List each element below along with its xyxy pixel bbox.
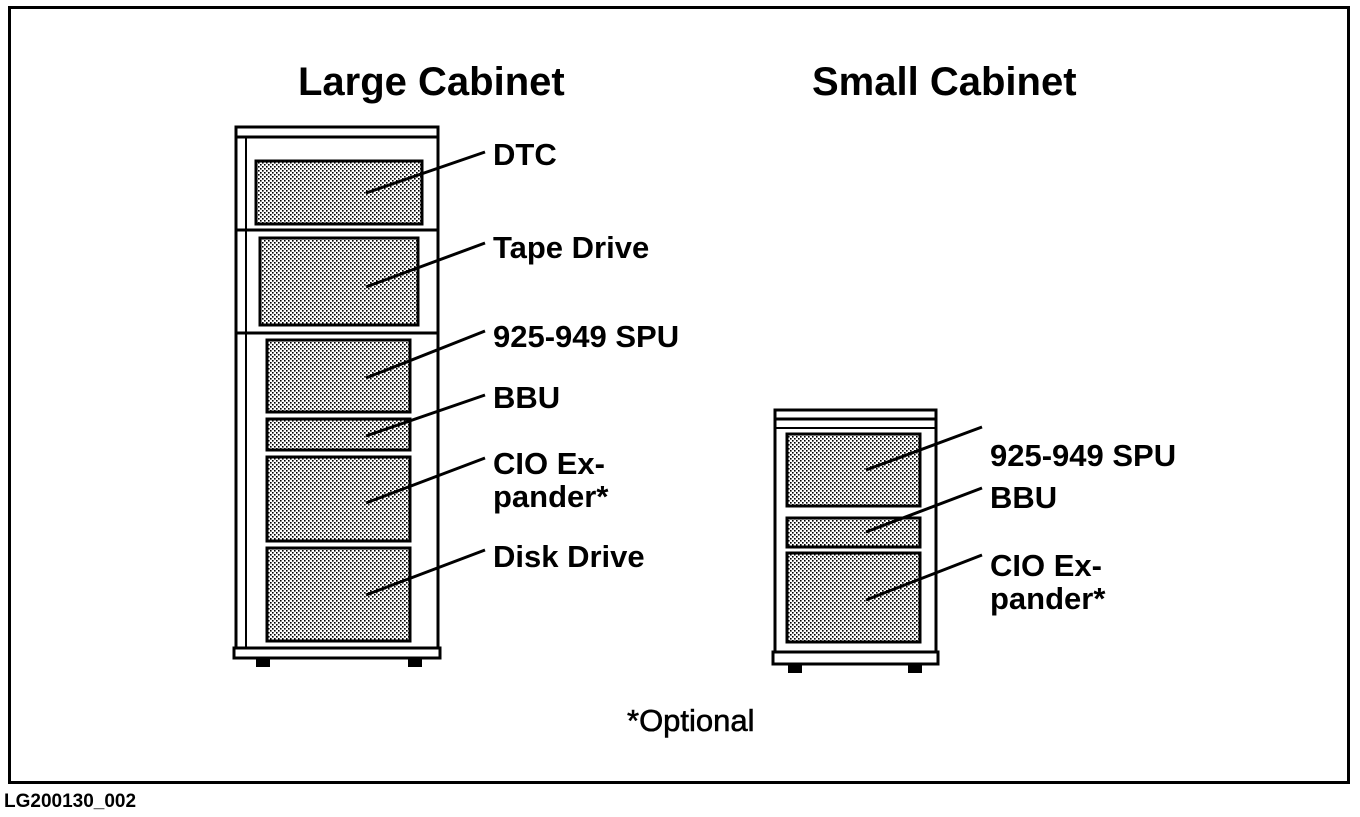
large-disk-drive-label: Disk Drive	[493, 539, 645, 574]
large-tape-drive-leader	[365, 241, 486, 289]
large-dtc-leader	[365, 150, 486, 195]
large-cabinet-foot-right	[408, 658, 422, 667]
optional-footnote: *Optional	[627, 703, 755, 738]
small-cabinet-foot-right	[908, 664, 922, 673]
small-spu-leader	[865, 425, 983, 472]
small-bbu-module	[785, 516, 922, 549]
large-bbu-leader	[365, 393, 486, 438]
small-cio-label: CIO Ex- pander*	[990, 548, 1106, 617]
large-tape-drive-label: Tape Drive	[493, 230, 650, 265]
large-tape-drive-module	[258, 236, 420, 327]
small-bbu-label: BBU	[990, 480, 1058, 515]
small-cabinet	[771, 408, 983, 673]
small-cabinet-foot-left	[788, 664, 802, 673]
small-spu-label: 925-949 SPU	[990, 438, 1177, 473]
large-spu-leader	[365, 329, 486, 380]
large-dtc-module	[254, 159, 424, 226]
figure-id: LG200130_002	[4, 791, 137, 812]
large-cabinet	[232, 125, 486, 667]
large-cio-leader	[365, 456, 486, 505]
large-cio-label: CIO Ex- pander*	[493, 446, 609, 515]
large-cabinet-base	[232, 646, 442, 660]
large-dtc-label: DTC	[493, 137, 557, 172]
large-cabinet-foot-left	[256, 658, 270, 667]
large-bbu-module	[265, 417, 412, 452]
large-disk-drive-module	[265, 546, 412, 643]
small-cabinet-base	[771, 650, 940, 666]
large-spu-label: 925-949 SPU	[493, 319, 680, 354]
small-cio-leader	[865, 553, 983, 602]
large-bbu-label: BBU	[493, 380, 561, 415]
small-spu-module	[785, 432, 922, 508]
large-cio-module	[265, 455, 412, 543]
small-cio-module	[785, 551, 922, 644]
diagram-frame	[8, 6, 1350, 784]
large-disk-drive-leader	[365, 548, 486, 597]
small-cabinet-title: Small Cabinet	[812, 60, 1077, 104]
large-cabinet-title: Large Cabinet	[298, 60, 565, 104]
small-bbu-leader	[865, 486, 983, 534]
large-spu-module	[265, 338, 412, 414]
